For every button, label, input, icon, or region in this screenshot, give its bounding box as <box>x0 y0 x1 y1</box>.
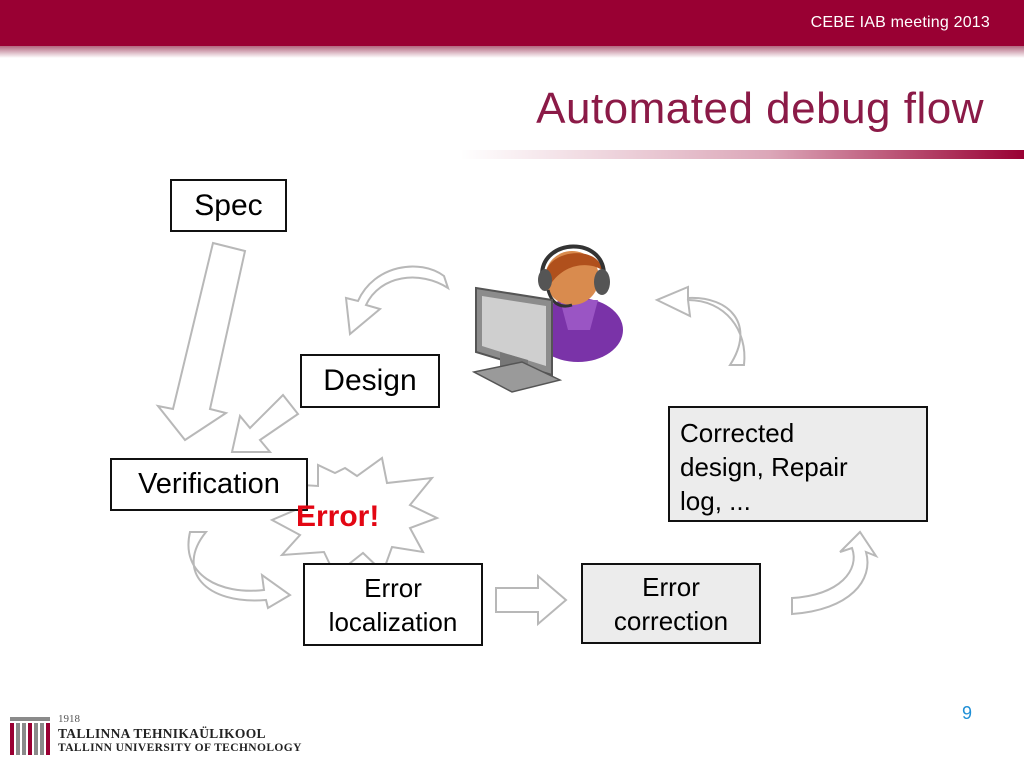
arrow-correction-to-corrected <box>791 530 879 616</box>
logo-subtitle: TALLINN UNIVERSITY OF TECHNOLOGY <box>58 742 302 754</box>
verification-label: Verification <box>138 468 280 500</box>
corrected-design-box: Corrected design, Repair log, ... <box>668 406 928 522</box>
design-label: Design <box>323 364 417 397</box>
page-number: 9 <box>961 703 972 723</box>
computer-monitor-icon <box>471 286 563 393</box>
support-person-icon <box>533 244 623 362</box>
error-localization-line1: Error <box>364 572 422 603</box>
arrow-spec-to-verification <box>155 241 247 442</box>
arrow-verification-to-localization <box>187 531 292 610</box>
arrow-localization-to-correction <box>495 573 568 627</box>
top-banner <box>0 0 1024 46</box>
error-correction-line2: correction <box>613 605 729 636</box>
error-correction-box: Error correction <box>581 563 761 644</box>
design-box: Design <box>300 354 440 408</box>
spec-label: Spec <box>194 188 263 222</box>
meeting-label: CEBE IAB meeting 2013 <box>810 14 990 31</box>
slide-title: Automated debug flow <box>536 84 984 133</box>
error-label: Error! <box>296 500 380 533</box>
corrected-line3: log, ... <box>680 486 751 516</box>
corrected-line2: design, Repair <box>680 452 848 482</box>
error-localization-line2: localization <box>328 606 458 637</box>
top-banner-fade <box>0 46 1024 58</box>
verification-box: Verification <box>110 458 308 511</box>
error-correction-line1: Error <box>642 571 700 602</box>
error-localization-box: Error localization <box>303 563 483 646</box>
logo-name: TALLINNA TEHNIKAÜLIKOOL <box>58 726 266 741</box>
arrow-design-to-verification <box>230 393 300 453</box>
logo-year: 1918 <box>58 713 80 725</box>
title-underline <box>460 150 1024 159</box>
spec-box: Spec <box>170 179 287 232</box>
university-logo-icon <box>10 717 50 755</box>
arrow-curve-to-design <box>344 265 450 336</box>
arrow-curve-to-user <box>654 285 746 366</box>
corrected-line1: Corrected <box>680 418 795 448</box>
